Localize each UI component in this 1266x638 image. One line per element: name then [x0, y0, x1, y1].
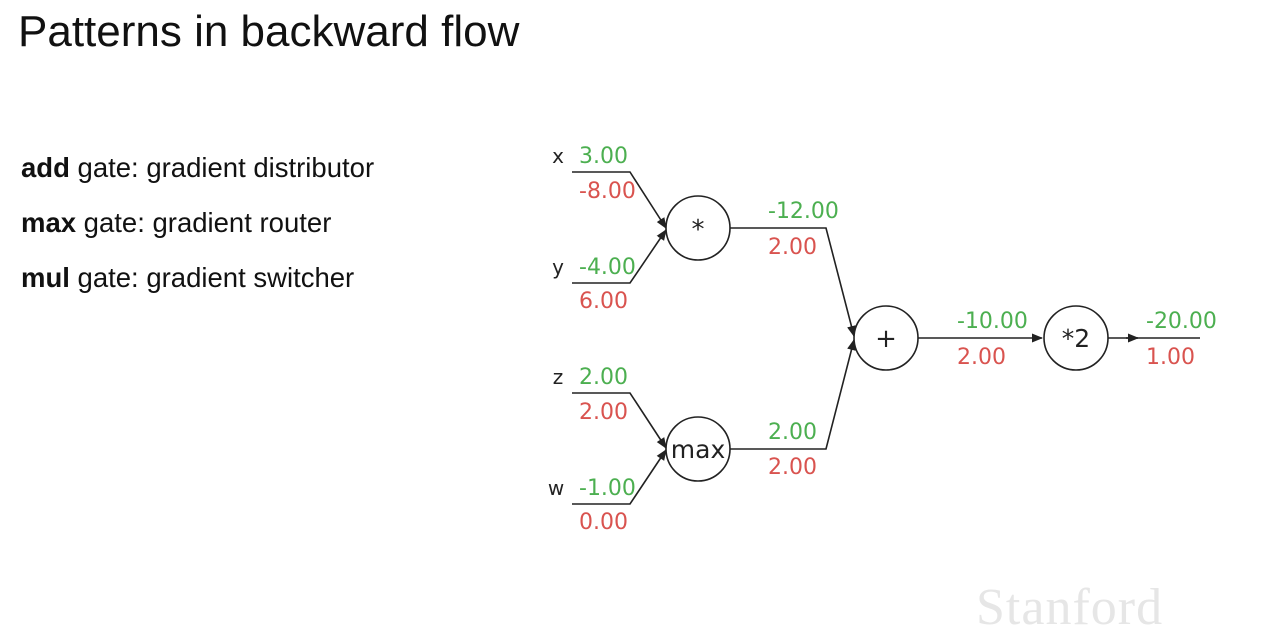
add-gate-circle: [853, 305, 919, 371]
max-gate-symbol: max: [671, 435, 725, 464]
node-max: max: [665, 416, 731, 482]
slide-title: Patterns in backward flow: [18, 7, 520, 56]
gate-keyword: mul: [21, 262, 70, 293]
edge-w-to-max: [572, 449, 667, 505]
x-forward-value: 3.00: [579, 144, 628, 169]
node-add: +: [853, 305, 919, 371]
max-output-gradient: 2.00: [768, 455, 817, 480]
z-forward-value: 2.00: [579, 365, 628, 390]
computational-graph: * max + *2 x y z w 3.00 -8.00 -4.00 6.00…: [548, 144, 1217, 535]
x-gradient-value: -8.00: [579, 179, 636, 204]
y-gradient-value: 6.00: [579, 289, 628, 314]
edge-max-to-add: [730, 338, 856, 450]
node-mul: *: [665, 195, 731, 261]
gate-description: gate: gradient distributor: [69, 152, 375, 183]
gate-pattern-list: add gate: gradient distributor max gate:…: [21, 140, 374, 305]
node-scale: *2: [1043, 305, 1109, 371]
edge-z-to-max: [572, 392, 667, 449]
z-gradient-value: 2.00: [579, 400, 628, 425]
list-item: add gate: gradient distributor: [21, 140, 374, 195]
add-gate-symbol: +: [875, 324, 897, 354]
w-gradient-value: 0.00: [579, 510, 628, 535]
input-label-z: z: [553, 365, 564, 389]
scale-gate-symbol: *2: [1062, 324, 1090, 353]
input-label-y: y: [552, 255, 564, 279]
mul-gate-symbol: *: [692, 215, 705, 245]
gate-keyword: add: [21, 152, 70, 183]
max-output-forward: 2.00: [768, 420, 817, 445]
input-label-w: w: [548, 476, 564, 500]
add-output-gradient: 2.00: [957, 345, 1006, 370]
edge-mul-to-add: [730, 227, 856, 338]
gate-description: gate: gradient switcher: [69, 262, 355, 293]
edge-y-to-mul: [572, 229, 667, 284]
mul-output-forward: -12.00: [768, 199, 839, 224]
scale-output-gradient: 1.00: [1146, 345, 1195, 370]
gate-description: gate: gradient router: [76, 207, 332, 238]
mul-gate-circle: [665, 195, 731, 261]
scale-gate-circle: [1043, 305, 1109, 371]
list-item: mul gate: gradient switcher: [21, 250, 374, 305]
mul-output-gradient: 2.00: [768, 235, 817, 260]
w-forward-value: -1.00: [579, 476, 636, 501]
gate-keyword: max: [21, 207, 77, 238]
max-gate-circle: [665, 416, 731, 482]
edge-x-to-mul: [572, 171, 667, 229]
stanford-logo: Stanford: [976, 579, 1164, 636]
add-output-forward: -10.00: [957, 309, 1028, 334]
input-label-x: x: [552, 144, 564, 168]
scale-output-forward: -20.00: [1146, 309, 1217, 334]
list-item: max gate: gradient router: [21, 195, 374, 250]
y-forward-value: -4.00: [579, 255, 636, 280]
